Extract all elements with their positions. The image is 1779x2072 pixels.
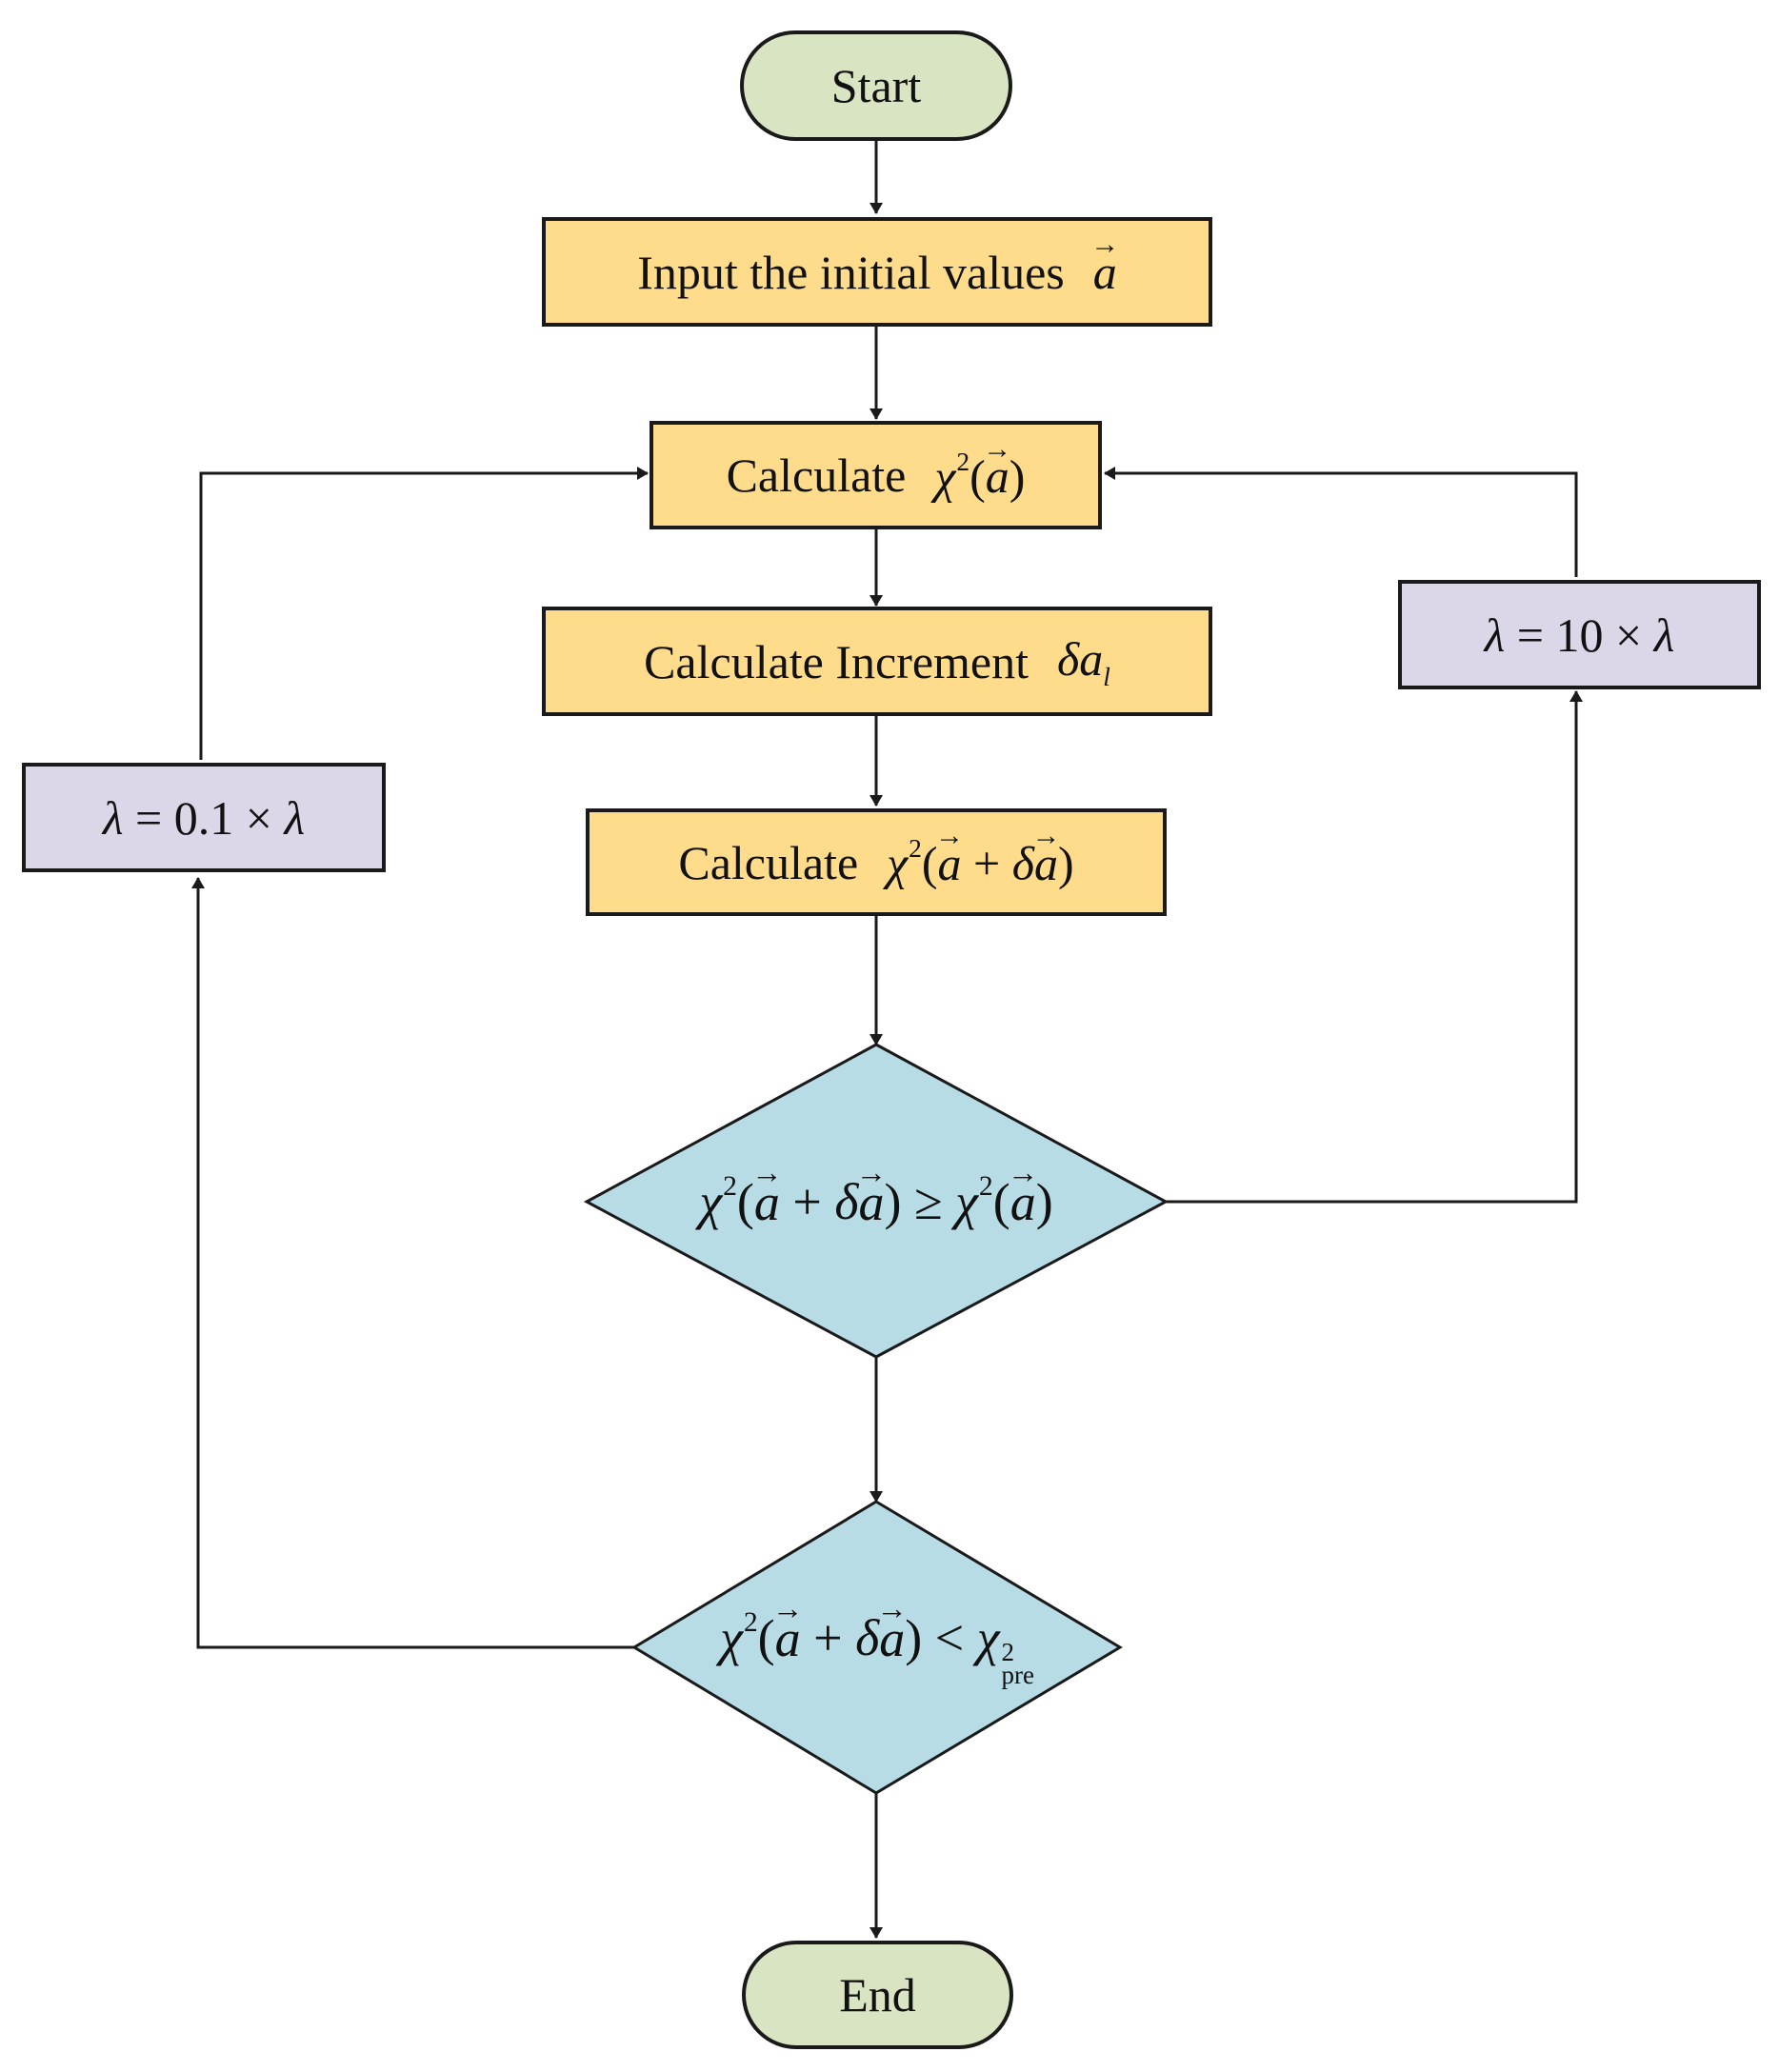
lambda-decrease-formula: λ = 0.1 × λ — [102, 790, 306, 845]
arrow-lambda-up-to-calc-chi — [1104, 467, 1578, 577]
calc-step-label: Calculate — [678, 835, 859, 889]
increment-label: Calculate Increment — [644, 634, 1029, 688]
start-label: Start — [830, 59, 922, 112]
decision-diamond-2 — [631, 1500, 1123, 1795]
calculate-chi-square-step-box: Calculate χ2(a + δa) — [586, 808, 1167, 916]
calculate-chi-square-box: Calculate χ2(a) — [650, 421, 1102, 529]
decision-1-condition: χ2(a + δa) ≥ χ2(a) — [587, 1140, 1166, 1264]
vector-a-symbol: a — [1093, 245, 1117, 300]
chi-square-step-formula: χ2(a + δa) — [887, 833, 1074, 890]
lambda-increase-box: λ = 10 × λ — [1398, 580, 1761, 689]
input-label: Input the initial values — [637, 245, 1065, 299]
calculate-increment-box: Calculate Increment δal — [542, 607, 1212, 716]
lambda-increase-formula: λ = 10 × λ — [1484, 608, 1675, 662]
end-node: End — [742, 1941, 1013, 2049]
chi-square-formula: χ2(a) — [934, 447, 1025, 504]
arrow-decision-2-to-lambda-down — [191, 877, 634, 1649]
arrow-lambda-down-to-calc-chi — [199, 467, 649, 760]
calc-chi-label: Calculate — [726, 448, 907, 502]
lambda-decrease-box: λ = 0.1 × λ — [22, 763, 386, 872]
input-initial-values-box: Input the initial values a — [542, 217, 1212, 327]
end-label: End — [839, 1968, 916, 2022]
arrow-decision-1-to-lambda-up — [1166, 690, 1583, 1204]
increment-symbol: δal — [1057, 631, 1110, 691]
start-node: Start — [740, 30, 1012, 141]
